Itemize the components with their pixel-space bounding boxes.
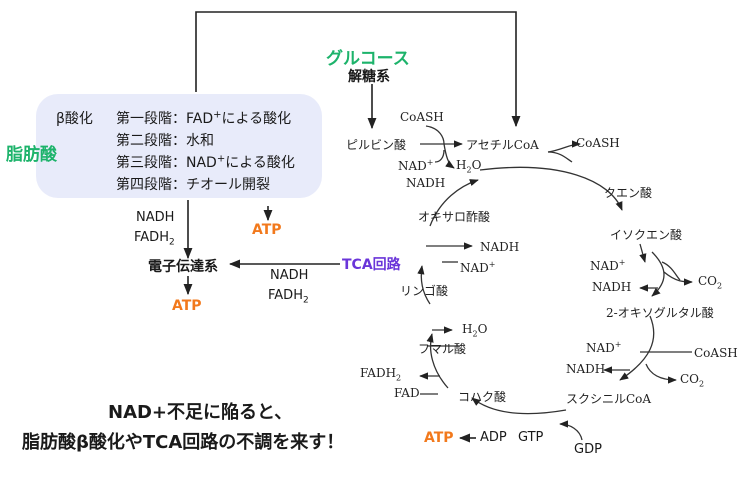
beta-oxidation-title: β酸化: [56, 111, 93, 127]
nadh-3: NADH: [566, 362, 606, 376]
malate: リンゴ酸: [400, 284, 449, 298]
nadh-2: NADH: [592, 280, 632, 294]
fatty-acid-label: 脂肪酸: [6, 145, 57, 165]
adp: ADP: [480, 430, 507, 445]
fumarate: フマル酸: [418, 342, 467, 356]
nad-plus-4: NAD+: [460, 260, 496, 275]
beta-fadh2: FADH2: [134, 230, 175, 248]
feed-line: [195, 11, 521, 128]
etc-label: 電子伝達系: [148, 259, 218, 275]
acetyl-coa: アセチルCoA: [466, 138, 539, 152]
succinate: コハク酸: [458, 390, 507, 404]
beta-nadh: NADH: [136, 210, 175, 225]
beta-atp: ATP: [252, 222, 282, 238]
nad-plus-3: NAD+: [586, 340, 622, 355]
oxaloacetate: オキサロ酢酸: [418, 210, 491, 224]
conclusion-line-1: NAD+不足に陥ると、: [108, 402, 293, 423]
isocitrate: イソクエン酸: [610, 228, 683, 242]
coash-in: CoASH: [400, 110, 444, 124]
cycle-atp: ATP: [424, 430, 454, 446]
nadh-1: NADH: [406, 176, 446, 190]
nadh-4: NADH: [480, 240, 520, 254]
h2o-1: H2O: [456, 158, 482, 175]
succinyl-coa: スクシニルCoA: [566, 392, 652, 406]
h2o-2: H2O: [462, 322, 488, 339]
step-2: 第二段階：水和: [116, 133, 214, 149]
gtp: GTP: [518, 430, 544, 445]
gdp: GDP: [574, 442, 602, 457]
glucose-label: グルコース: [326, 49, 410, 69]
coash-out: CoASH: [576, 136, 620, 150]
coash-3: CoASH: [694, 346, 738, 360]
step-1: 第一段階：FAD+による酸化: [116, 109, 292, 127]
glycolysis-label: 解糖系: [348, 69, 390, 85]
co2-2: CO2: [680, 372, 705, 389]
tca-nadh: NADH: [270, 268, 309, 283]
tca-fadh2: FADH2: [268, 288, 309, 306]
tca-label: TCA回路: [342, 257, 401, 273]
etc-atp: ATP: [172, 298, 202, 314]
step-3: 第三段階：NAD+による酸化: [116, 153, 295, 171]
fad-cycle: FAD: [394, 386, 420, 400]
co2-1: CO2: [698, 274, 723, 291]
nad-plus-2: NAD+: [590, 258, 626, 273]
conclusion-line-2: 脂肪酸β酸化やTCA回路の不調を来す！: [22, 432, 345, 453]
beta-oxidation-box: [36, 94, 322, 198]
citrate: クエン酸: [604, 186, 653, 200]
fadh2-cycle: FADH2: [360, 366, 402, 383]
pyruvate: ピルビン酸: [346, 138, 407, 152]
nad-plus-1: NAD+: [398, 158, 434, 173]
oxoglutarate: 2-オキソグルタル酸: [606, 306, 714, 320]
step-4: 第四段階：チオール開裂: [116, 177, 270, 193]
